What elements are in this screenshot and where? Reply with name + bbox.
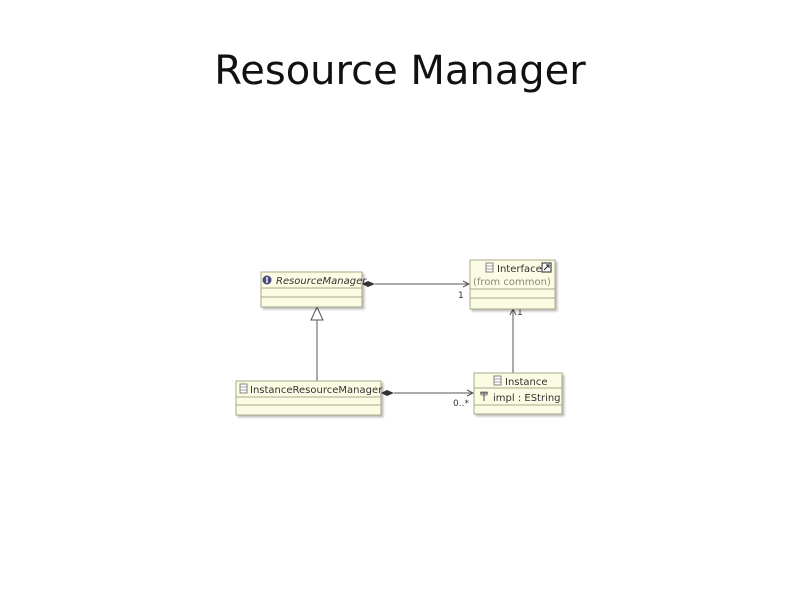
class-box-interface[interactable] xyxy=(469,259,556,310)
inheritance-triangle-icon xyxy=(310,305,324,321)
class-name-instance-resource-manager: InstanceResourceManager xyxy=(250,385,383,396)
class-box-instance-resource-manager[interactable] xyxy=(235,380,382,416)
class-icon xyxy=(493,375,502,386)
association-irm-instance[interactable] xyxy=(381,389,475,397)
association-instance-interface[interactable] xyxy=(509,307,517,373)
generalization-irm-rm[interactable] xyxy=(310,305,324,382)
multiplicity-irm-instance: 0..* xyxy=(453,399,469,409)
class-name-instance: Instance xyxy=(505,377,548,388)
external-link-icon xyxy=(541,262,552,273)
slide-title: Resource Manager xyxy=(214,48,586,94)
open-arrow-icon xyxy=(462,280,471,288)
composition-diamond-icon xyxy=(381,390,394,396)
multiplicity-instance-interface: 1 xyxy=(517,308,523,318)
interface-icon xyxy=(262,275,272,285)
class-name-resource-manager: ResourceManager xyxy=(276,276,367,287)
class-box-resource-manager[interactable] xyxy=(260,271,363,308)
class-icon xyxy=(239,383,248,394)
class-box-instance[interactable] xyxy=(473,372,563,415)
association-rm-interface[interactable] xyxy=(362,280,471,288)
class-name-interface: Interface xyxy=(497,264,542,275)
open-arrow-icon xyxy=(466,389,475,397)
class-note-interface: (from common) xyxy=(473,277,551,288)
attribute-icon xyxy=(480,391,488,401)
class-icon xyxy=(485,262,494,273)
composition-diamond-icon xyxy=(362,281,375,287)
multiplicity-rm-interface: 1 xyxy=(458,291,464,301)
attribute-instance-impl: impl : EString xyxy=(493,393,561,404)
